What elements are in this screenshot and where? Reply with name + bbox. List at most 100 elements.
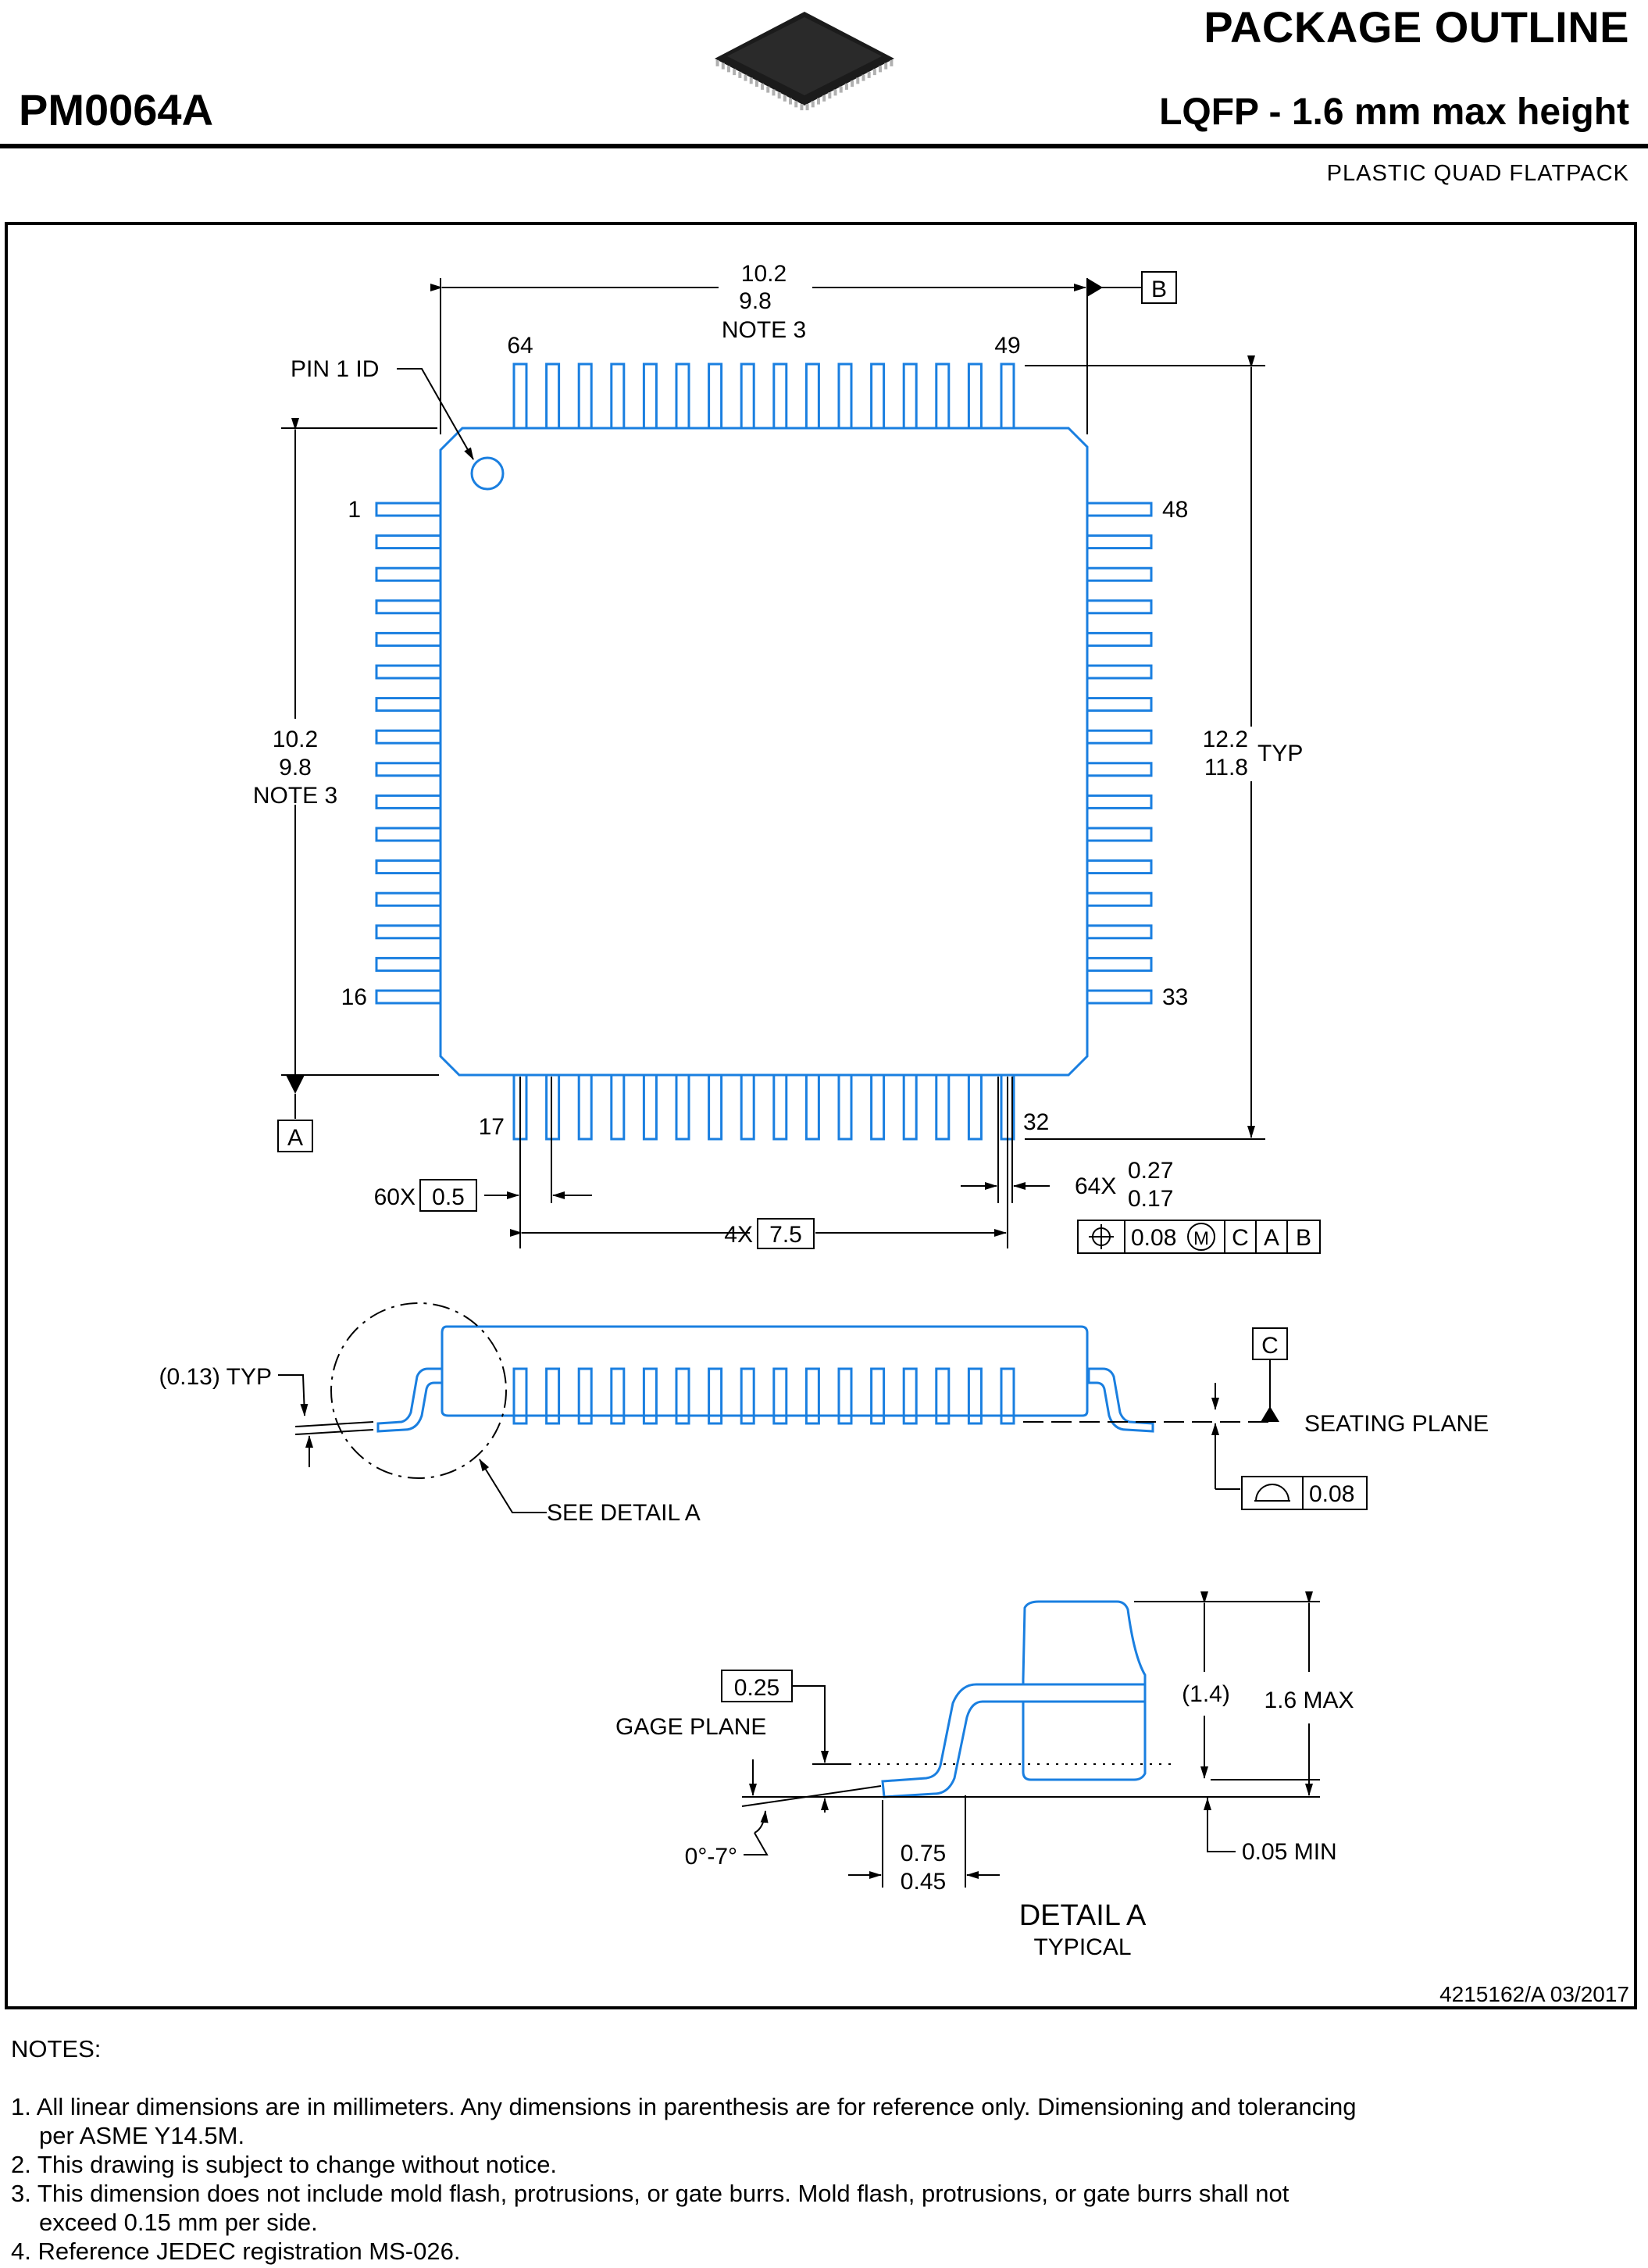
side-lead [577,1367,593,1425]
lead-span-count: 4X [724,1222,753,1248]
lead-left [375,534,442,550]
lead-span-basic: 7.5 [769,1222,802,1248]
pin-label-33: 33 [1162,984,1188,1010]
side-lead [837,1367,853,1425]
side-lead [675,1367,690,1425]
page-title: PACKAGE OUTLINE [1204,2,1629,52]
lead-top [870,363,886,430]
chip-pin [867,71,871,78]
lead-bottom [837,1073,853,1141]
drawing-frame [5,222,1637,2009]
body-height-min: 9.8 [279,755,312,780]
chip-pin [754,80,758,88]
lead-bottom [967,1073,983,1141]
lead-bottom [772,1073,788,1141]
pitch-frame [419,1179,477,1212]
side-lead [708,1367,723,1425]
lead-right [1086,664,1153,680]
lead-right [1086,762,1153,777]
lead-top [772,363,788,430]
lead-top [708,363,723,430]
pin-label-17: 17 [479,1114,505,1140]
pin-label-1: 1 [348,497,361,523]
detail-title: DETAIL A [1019,1899,1147,1932]
lead-top [577,363,593,430]
lead-bottom [935,1073,951,1141]
chip-pin [879,66,883,73]
detail-lead [881,1683,1147,1798]
lead-left [375,599,442,615]
lead-left [375,762,442,777]
lead-left [375,794,442,809]
lead-top [837,363,853,430]
ic-chip-icon [715,12,894,111]
lead-left [375,729,442,745]
lead-left [375,827,442,842]
side-lead [902,1367,918,1425]
chip-pin [794,101,798,108]
lead-bottom [675,1073,690,1141]
chip-pin [800,104,804,111]
side-lead [545,1367,561,1425]
lead-top [902,363,918,430]
gage-plane-label: GAGE PLANE [615,1714,766,1740]
package-body [439,427,1089,1077]
chip-pin [715,59,719,66]
lead-top [675,363,690,430]
standoff-label: 0.05 MIN [1242,1839,1337,1865]
lead-left [375,956,442,972]
lead-angle-label: 0°-7° [685,1844,737,1870]
detail-subtitle: TYPICAL [1033,1934,1131,1960]
lead-left [375,859,442,875]
note-3: 3. This dimension does not include mold … [11,2180,1290,2207]
chip-pin [856,77,860,84]
chip-pin [811,101,815,108]
lead-right [1086,794,1153,809]
side-lead [610,1367,626,1425]
chip-pin [738,71,742,78]
foot-length-max: 0.75 [901,1841,946,1866]
svg-text:M: M [1193,1228,1209,1249]
lead-top [967,363,983,430]
lead-right [1086,599,1153,615]
lead-left [375,664,442,680]
side-lead [804,1367,820,1425]
datum-a-frame [277,1120,313,1152]
chip-pin [766,86,770,93]
top-view: B 10.2 9.8 NOTE 3 64 49 1 48 16 33 17 32… [253,261,1321,1254]
chip-pin [726,66,730,73]
lead-top [642,363,658,430]
side-lead [870,1367,886,1425]
side-lead [967,1367,983,1425]
chip-pin [851,80,854,88]
fcf-tolerance: 0.08 [1131,1225,1176,1251]
side-body [441,1325,1089,1417]
datum-a-label: A [287,1125,303,1151]
chip-pin [822,95,826,102]
pitch-count: 60X [374,1184,416,1210]
chip-pin [772,89,776,96]
lead-top [545,363,561,430]
notes-heading: NOTES: [11,2035,102,2063]
foot-length-min: 0.45 [901,1869,946,1895]
package-type: PLASTIC QUAD FLATPACK [1326,161,1629,186]
body-height-max: 10.2 [273,727,318,752]
lead-top [804,363,820,430]
datum-b-frame [1141,271,1177,304]
note-1-cont: per ASME Y14.5M. [39,2122,245,2149]
chip-pin [872,69,876,76]
span-frame [757,1218,815,1249]
side-view: 0.08 C SEATING PLANE (0.13) TYP SEE DETA… [159,1302,1489,1526]
lead-right [1086,827,1153,842]
lead-bottom [610,1073,626,1141]
lead-bottom [708,1073,723,1141]
lead-left [375,631,442,647]
chip-pin [890,59,894,66]
lead-right [1086,697,1153,713]
profile-surface-icon [1254,1484,1290,1502]
position-symbol-icon [1089,1224,1114,1249]
gage-frame [721,1670,793,1702]
side-lead [1000,1367,1015,1425]
lead-bottom [870,1073,886,1141]
notes-section: NOTES: 1. All linear dimensions are in m… [11,2034,1357,2266]
